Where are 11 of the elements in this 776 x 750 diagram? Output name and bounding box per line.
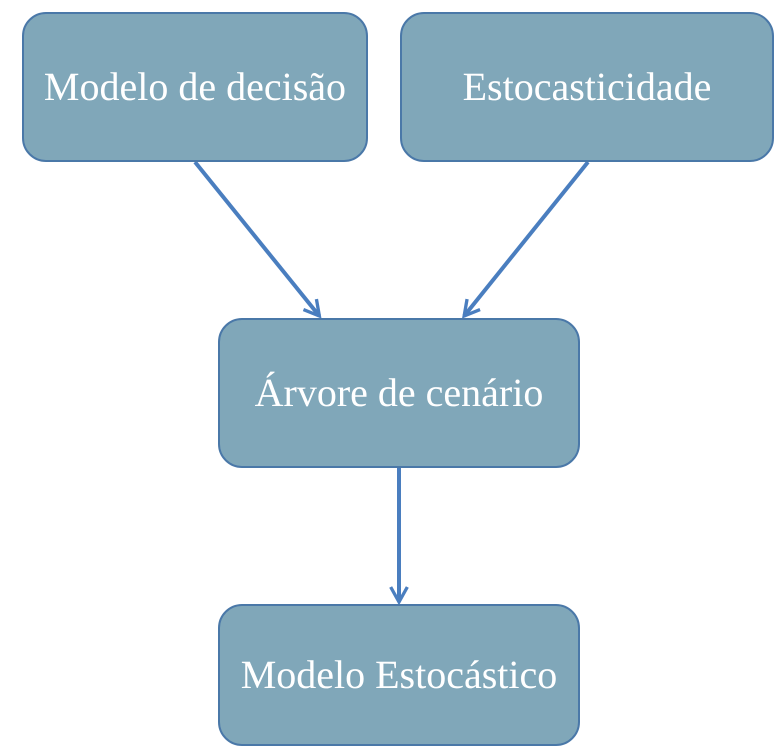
process-box — [218, 318, 580, 468]
box-label: Árvore de cenário — [254, 369, 544, 417]
process-box — [22, 12, 368, 162]
arrow — [462, 160, 590, 318]
box-label: Estocasticidade — [462, 63, 712, 111]
box-label: Modelo de decisão — [44, 63, 346, 111]
process-box — [218, 604, 580, 746]
arrow — [389, 468, 409, 604]
box-label: Modelo Estocástico — [240, 651, 558, 699]
arrow — [193, 160, 322, 318]
process-box — [400, 12, 774, 162]
